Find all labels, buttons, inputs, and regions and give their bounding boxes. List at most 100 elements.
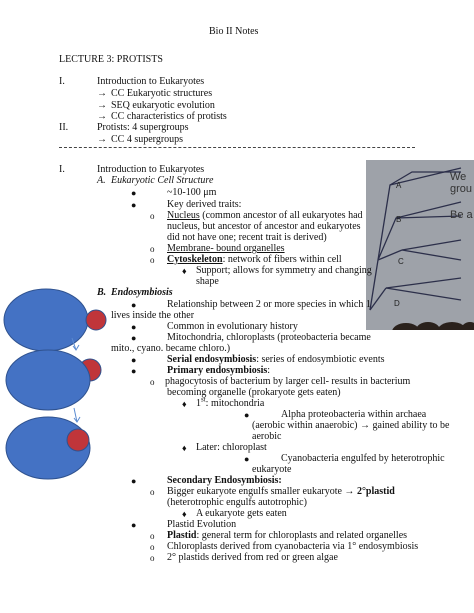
section-divider (59, 147, 415, 148)
note-text: 1 (196, 398, 201, 409)
bullet-icon: ● (244, 410, 250, 420)
note-text: : network of fibers within cell (222, 254, 342, 265)
phylogeny-photo: A B C D We grou Be a (366, 160, 474, 330)
diamond-bullet-icon: ♦ (182, 443, 187, 453)
outline-num-i: I. (59, 76, 65, 87)
note-line: did not have one; recent trait is derive… (167, 232, 327, 243)
term-nucleus: Nucleus (167, 210, 200, 221)
note-line: shape (196, 276, 219, 287)
note-line: becoming organelle (prokaryote gets eate… (167, 387, 341, 398)
note-line: Common in evolutionary history (167, 321, 298, 332)
term-cytoskeleton: Cytoskeleton (167, 254, 223, 265)
engulfed-organelle (66, 428, 90, 452)
subsection-label: A. (97, 175, 106, 186)
term-2-plastid: 2°plastid (356, 486, 395, 497)
diamond-bullet-icon: ♦ (182, 266, 187, 276)
bullet-icon: ● (131, 520, 137, 530)
audience-heads (392, 322, 474, 330)
note-line: (heterotrophic engulfs autotrophic) (167, 497, 307, 508)
note-line: eukaryote (252, 464, 292, 475)
outline-num-ii: II. (59, 122, 69, 133)
note-line: Plastid Evolution (167, 519, 237, 530)
term-membrane: Membrane- bound organelles (167, 243, 285, 254)
circle-bullet-icon: o (150, 244, 155, 254)
outline-arrow-icon: → (97, 111, 107, 122)
note-line: Plastid: general term for chloroplasts a… (167, 530, 407, 542)
note-line: Cyanobacteria engulfed by heterotrophic (281, 453, 445, 464)
circle-bullet-icon: o (150, 487, 155, 497)
bullet-icon: ● (244, 454, 250, 464)
note-line: lives inside the other (111, 310, 195, 321)
note-line: phagocytosis of bacterium by larger cell… (165, 376, 411, 387)
tree-label-c: C (398, 257, 404, 266)
note-line: Serial endosymbiosis: series of endosymb… (167, 354, 385, 366)
slide-text: grou (450, 183, 472, 195)
bullet-icon: ● (131, 188, 137, 198)
outline-arrow-icon: → (97, 100, 107, 111)
phylogeny-tree: A B C D We grou Be a (366, 160, 474, 330)
bacterium-cell (85, 309, 107, 331)
tree-label-a: A (396, 181, 402, 190)
note-text: : (267, 365, 271, 376)
diamond-bullet-icon: ♦ (182, 399, 187, 409)
subsection-heading: Eukaryotic Cell Structure (111, 175, 214, 186)
slide-text: We (450, 171, 466, 183)
tree-label-b: B (396, 215, 401, 224)
note-line: Nucleus (common ancestor of all eukaryot… (167, 210, 363, 222)
host-cell (5, 416, 91, 480)
bullet-icon: ● (131, 200, 137, 210)
circle-bullet-icon: o (150, 531, 155, 541)
bullet-icon: ● (131, 366, 137, 376)
circle-bullet-icon: o (150, 553, 155, 563)
note-line: Alpha proteobacteria within archaea (281, 409, 427, 420)
term-serial: Serial endosymbiosis (167, 354, 257, 365)
note-line: Bigger eukaryote engulfs smaller eukaryo… (167, 486, 395, 498)
note-line: Mitochondria, chloroplasts (proteobacter… (167, 332, 371, 343)
endosymbiosis-diagram (3, 288, 107, 480)
outline-sub: CC characteristics of protists (111, 111, 227, 122)
diamond-bullet-icon: ♦ (182, 509, 187, 519)
note-line: Relationship between 2 or more species i… (167, 299, 371, 310)
note-line: Key derived traits: (167, 199, 242, 210)
outline-item-i: Introduction to Eukaryotes (97, 76, 205, 87)
note-line: Support; allows for symmetry and changin… (196, 265, 372, 276)
subsection-label: B. (97, 287, 107, 298)
outline-arrow-icon: → (97, 134, 107, 145)
note-line: Cytoskeleton: network of fibers within c… (167, 254, 342, 266)
subsection-heading: Endosymbiosis (111, 287, 173, 298)
circle-bullet-icon: o (150, 377, 155, 387)
bullet-icon: ● (131, 355, 137, 365)
host-cell (3, 288, 89, 352)
outline-sub: CC Eukaryotic structures (111, 88, 213, 99)
circle-bullet-icon: o (150, 255, 155, 265)
note-line: aerobic (252, 431, 282, 442)
note-text: Bigger eukaryote engulfs smaller eukaryo… (167, 486, 357, 497)
slide-text: Be a (450, 209, 474, 221)
bullet-icon: ● (131, 322, 137, 332)
tree-label-d: D (394, 299, 400, 308)
term-primary: Primary endosymbiosis (167, 365, 268, 376)
note-line: Chloroplasts derived from cyanobacteria … (167, 541, 419, 552)
term-plastid: Plastid (167, 530, 197, 541)
page-title: Bio II Notes (209, 26, 259, 37)
note-line: Later: chloroplast (196, 442, 267, 453)
bullet-icon: ● (131, 476, 137, 486)
note-text: (common ancestor of all eukaryotes had (199, 210, 363, 221)
bullet-icon: ● (131, 300, 137, 310)
term-secondary: Secondary Endosymbiosis: (167, 475, 282, 486)
note-text: : series of endosymbiotic events (256, 354, 385, 365)
note-line: ~10-100 μm (167, 187, 217, 198)
note-line: (aerobic within anaerobic) → gained abil… (252, 420, 450, 431)
note-line: nucleus, but ancestor of ancestor and eu… (167, 221, 361, 232)
note-line: Primary endosymbiosis: (167, 365, 270, 377)
section-heading: Introduction to Eukaryotes (97, 164, 205, 175)
outline-sub: CC 4 supergroups (111, 134, 184, 145)
note-superscript: st (201, 395, 206, 404)
outline-sub: SEQ eukaryotic evolution (111, 100, 215, 111)
bullet-icon: ● (131, 333, 137, 343)
section-num: I. (59, 164, 65, 175)
circle-bullet-icon: o (150, 211, 155, 221)
lecture-title: LECTURE 3: PROTISTS (59, 54, 163, 65)
outline-item-ii: Protists: 4 supergroups (97, 122, 189, 133)
note-line: 1st: mitochondria (196, 395, 264, 410)
